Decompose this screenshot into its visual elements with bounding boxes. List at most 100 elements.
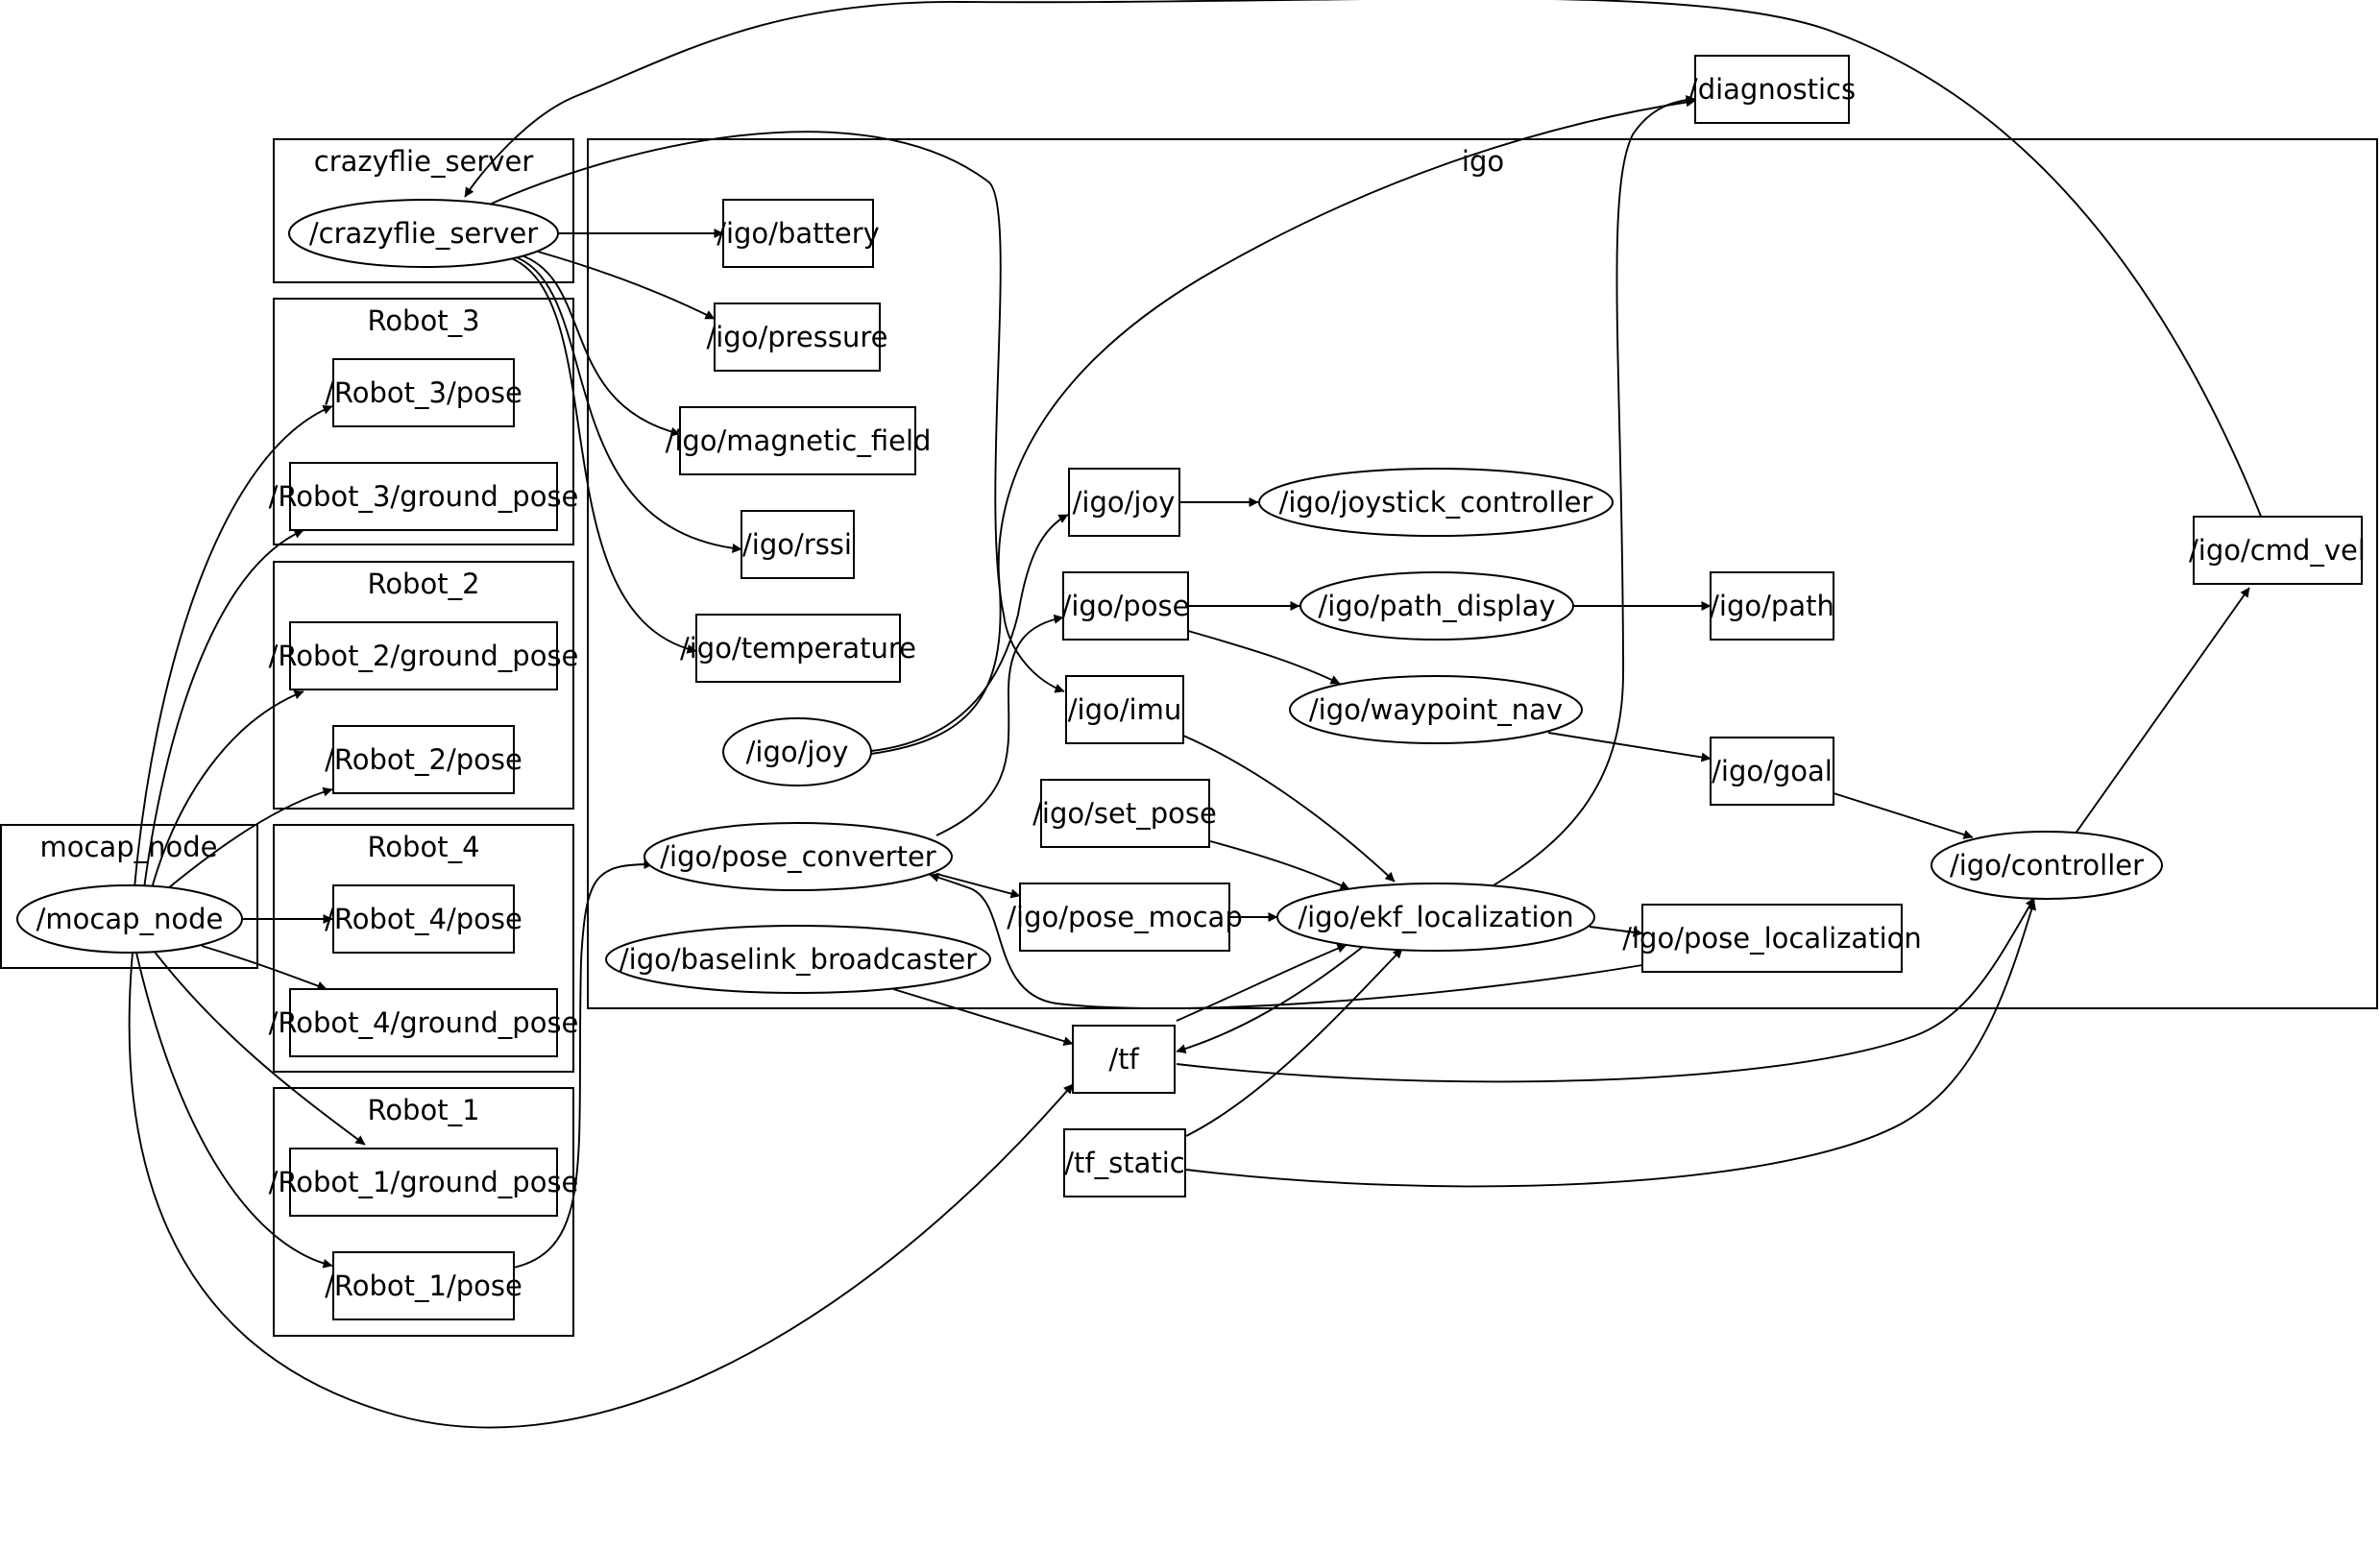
node-label: /mocap_node <box>36 903 224 935</box>
edge-crazyflie-imu <box>470 131 1065 693</box>
edges <box>128 0 2263 1429</box>
node-robot4-ground-pose[interactable]: /Robot_4/ground_pose <box>269 988 579 1057</box>
edge-imu-ekf <box>1182 735 1396 883</box>
cluster-robot-4: Robot_4 <box>273 824 574 1073</box>
node-igo-waypoint-nav[interactable]: /igo/waypoint_nav <box>1289 675 1583 744</box>
cluster-label: Robot_4 <box>367 831 479 863</box>
node-igo-cmd-vel[interactable]: /igo/cmd_vel <box>2189 516 2366 585</box>
node-igo-pose-converter[interactable]: /igo/pose_converter <box>644 822 953 891</box>
node-label: /Robot_3/ground_pose <box>269 480 579 513</box>
edge-tf-controller <box>1176 897 2035 1083</box>
node-label: /igo/pose <box>1062 590 1190 622</box>
node-label: /igo/pose_localization <box>1622 922 1922 955</box>
edge-controller-cmd-vel <box>2072 587 2250 838</box>
edge-joy-node-diagnostics <box>870 97 1696 755</box>
node-crazyflie-server[interactable]: /crazyflie_server <box>288 199 559 268</box>
edge-ekf-pose-localization <box>1589 926 1643 937</box>
node-robot1-pose[interactable]: /Robot_1/pose <box>325 1251 522 1320</box>
node-igo-baselink-broadcaster[interactable]: /igo/baselink_broadcaster <box>605 925 991 994</box>
node-diagnostics[interactable]: /diagnostics <box>1688 55 1856 124</box>
node-label: /igo/joy <box>746 736 849 768</box>
edge-baselink-broadcaster-tf <box>892 988 1074 1047</box>
node-igo-rssi[interactable]: /igo/rssi <box>741 510 855 579</box>
cluster-label: Robot_2 <box>367 568 479 600</box>
nodes: /mocap_node /crazyflie_server /Robot_3/p… <box>16 55 2366 1320</box>
node-label: /igo/joystick_controller <box>1279 486 1593 519</box>
node-igo-set-pose[interactable]: /igo/set_pose <box>1032 779 1217 848</box>
node-label: /tf <box>1108 1043 1139 1076</box>
cluster-label: mocap_node <box>40 831 218 863</box>
edge-crazyflie-magnetic-field <box>518 254 681 437</box>
node-igo-temperature[interactable]: /igo/temperature <box>680 614 916 683</box>
edge-tf-static-controller <box>1185 900 2037 1188</box>
cluster-label: igo <box>1462 145 1504 178</box>
node-igo-joy-node[interactable]: /igo/joy <box>722 717 872 786</box>
node-robot1-ground-pose[interactable]: /Robot_1/ground_pose <box>269 1148 579 1217</box>
edge-pose-localization-pose-converter <box>929 872 1643 1009</box>
node-igo-imu[interactable]: /igo/imu <box>1065 675 1184 744</box>
node-label: /igo/path <box>1710 590 1834 622</box>
edge-pose-converter-pose <box>935 614 1064 836</box>
node-label: /Robot_4/pose <box>325 903 522 935</box>
node-label: /igo/goal <box>1712 755 1833 787</box>
cluster-label: Robot_3 <box>367 304 479 337</box>
node-igo-magnetic-field[interactable]: /igo/magnetic_field <box>666 406 932 475</box>
node-label: /igo/path_display <box>1318 590 1555 622</box>
node-label: /igo/imu <box>1068 693 1181 726</box>
node-mocap-node[interactable]: /mocap_node <box>16 884 243 954</box>
node-igo-ekf-localization[interactable]: /igo/ekf_localization <box>1276 883 1595 952</box>
node-igo-battery[interactable]: /igo/battery <box>716 199 880 268</box>
edge-crazyflie-temperature <box>508 256 697 654</box>
node-robot4-pose[interactable]: /Robot_4/pose <box>325 884 522 954</box>
edge-mocap-tf <box>128 952 1074 1429</box>
node-label: /igo/set_pose <box>1032 797 1217 830</box>
node-igo-goal[interactable]: /igo/goal <box>1710 737 1834 806</box>
cluster-label: Robot_1 <box>367 1094 479 1126</box>
node-igo-controller[interactable]: /igo/controller <box>1931 831 2163 900</box>
node-robot2-pose[interactable]: /Robot_2/pose <box>325 725 522 794</box>
cluster-robot-1: Robot_1 <box>273 1087 574 1337</box>
edge-goal-controller <box>1833 792 1974 839</box>
node-robot3-pose[interactable]: /Robot_3/pose <box>325 358 522 427</box>
edge-mocap-robot3-ground-pose <box>143 529 304 889</box>
node-robot3-ground-pose[interactable]: /Robot_3/ground_pose <box>269 462 579 531</box>
cluster-label: crazyflie_server <box>314 145 534 178</box>
node-tf[interactable]: /tf <box>1072 1025 1176 1094</box>
edge-mocap-robot3-pose <box>134 404 333 889</box>
edge-mocap-robot1-ground-pose <box>153 950 366 1146</box>
edge-crazyflie-pressure <box>537 251 716 320</box>
node-label: /igo/pose_converter <box>660 840 936 873</box>
node-label: /igo/rssi <box>742 528 852 561</box>
edge-waypoint-nav-goal <box>1547 732 1712 762</box>
node-igo-path[interactable]: /igo/path <box>1710 571 1834 641</box>
edge-joy-node-joy-topic <box>870 514 1069 752</box>
node-label: /Robot_2/ground_pose <box>269 640 579 672</box>
node-label: /igo/joy <box>1073 486 1176 519</box>
node-label: /tf_static <box>1064 1147 1184 1179</box>
node-label: /igo/pose_mocap <box>1007 901 1242 933</box>
edge-set-pose-ekf <box>1209 840 1350 890</box>
node-label: /igo/pressure <box>706 321 887 353</box>
node-igo-pose-localization[interactable]: /igo/pose_localization <box>1622 904 1922 973</box>
edge-mocap-robot1-pose <box>135 952 333 1269</box>
node-igo-pose-mocap[interactable]: /igo/pose_mocap <box>1007 883 1243 952</box>
edge-pose-waypoint-nav <box>1187 630 1341 685</box>
node-robot2-ground-pose[interactable]: /Robot_2/ground_pose <box>269 621 579 690</box>
node-igo-pressure[interactable]: /igo/pressure <box>706 302 888 372</box>
cluster-robot-3: Robot_3 <box>273 298 574 545</box>
edge-tf-ekf <box>1176 943 1348 1022</box>
node-igo-joystick-controller[interactable]: /igo/joystick_controller <box>1258 468 1614 537</box>
node-label: /igo/ekf_localization <box>1298 901 1573 933</box>
node-label: /Robot_3/pose <box>325 376 522 409</box>
node-igo-joy-topic[interactable]: /igo/joy <box>1068 468 1180 537</box>
node-igo-path-display[interactable]: /igo/path_display <box>1299 571 1574 641</box>
edge-ekf-tf <box>1176 945 1365 1053</box>
node-tf-static[interactable]: /tf_static <box>1063 1128 1186 1197</box>
edge-mocap-robot2-ground-pose <box>151 689 304 889</box>
edge-cmd-vel-crazyflie <box>464 0 2263 520</box>
node-label: /igo/temperature <box>680 632 916 665</box>
cluster-mocap-node: mocap_node <box>0 824 258 969</box>
node-label: /igo/controller <box>1950 849 2144 882</box>
node-igo-pose[interactable]: /igo/pose <box>1062 571 1190 641</box>
